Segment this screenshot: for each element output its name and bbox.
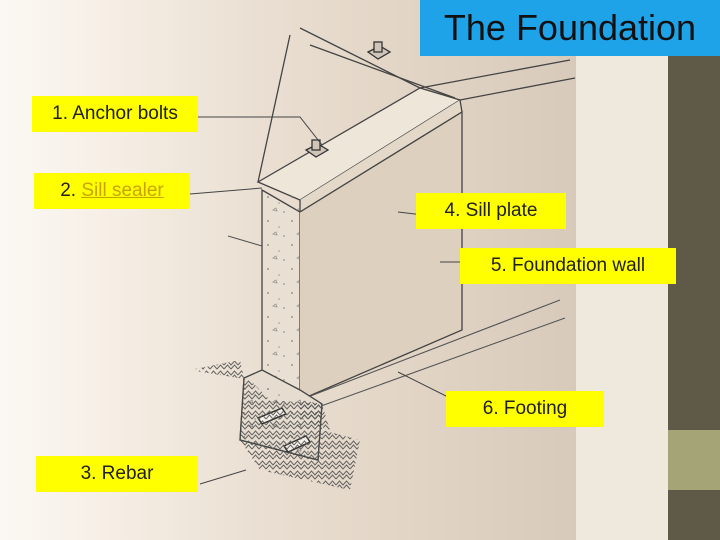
label-footing: 6. Footing	[446, 391, 604, 427]
anchor-bolt-2	[366, 41, 392, 60]
label-anchor-bolts: 1. Anchor bolts	[32, 96, 198, 132]
side-accent-bar	[668, 430, 720, 490]
label-sill-plate: 4. Sill plate	[416, 193, 566, 229]
label-rebar: 3. Rebar	[36, 456, 198, 492]
foundation-wall	[261, 110, 463, 402]
anchor-bolt-1	[304, 139, 330, 158]
slide-title: The Foundation	[420, 0, 720, 56]
label-sill-sealer-number: 2.	[60, 180, 77, 201]
label-foundation-wall: 5. Foundation wall	[460, 248, 676, 284]
label-sill-sealer: 2. Sill sealer	[34, 173, 190, 209]
leader-lines	[189, 116, 472, 485]
soil-hatch	[190, 360, 360, 490]
label-sill-sealer-text: Sill sealer	[81, 180, 164, 201]
grade-line	[227, 235, 566, 411]
